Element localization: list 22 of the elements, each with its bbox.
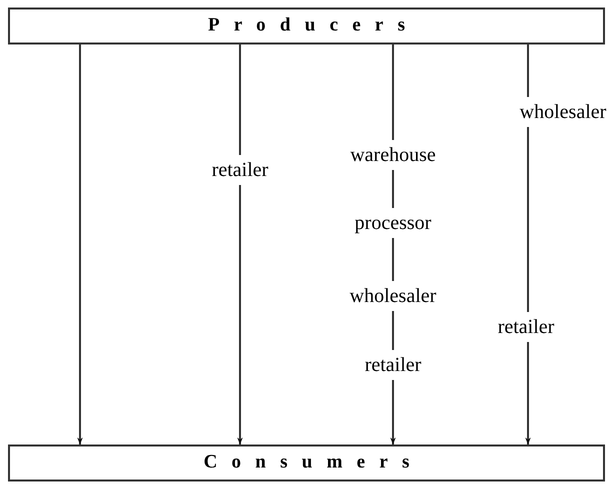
connector-line bbox=[392, 44, 394, 140]
arrow bbox=[77, 44, 83, 444]
box bbox=[8, 444, 605, 482]
arrow bbox=[237, 185, 243, 444]
stage-label: wholesaler bbox=[518, 97, 608, 127]
box bbox=[8, 8, 605, 44]
connector-line bbox=[392, 311, 394, 350]
stage-label: retailer bbox=[496, 312, 556, 342]
connector-line bbox=[392, 238, 394, 281]
stage-label: retailer bbox=[210, 155, 270, 185]
connector-line bbox=[239, 44, 241, 155]
stage-label: retailer bbox=[364, 350, 422, 380]
arrow bbox=[525, 342, 531, 444]
connector-line bbox=[527, 127, 529, 312]
connector-line bbox=[527, 44, 529, 97]
stage-label: wholesaler bbox=[348, 281, 438, 311]
box-title: Consumers bbox=[204, 450, 424, 475]
arrow bbox=[390, 380, 396, 444]
stage-label: processor bbox=[354, 208, 432, 238]
connector-line bbox=[392, 170, 394, 208]
box-title: Producers bbox=[208, 14, 420, 38]
stage-label: warehouse bbox=[349, 140, 437, 170]
